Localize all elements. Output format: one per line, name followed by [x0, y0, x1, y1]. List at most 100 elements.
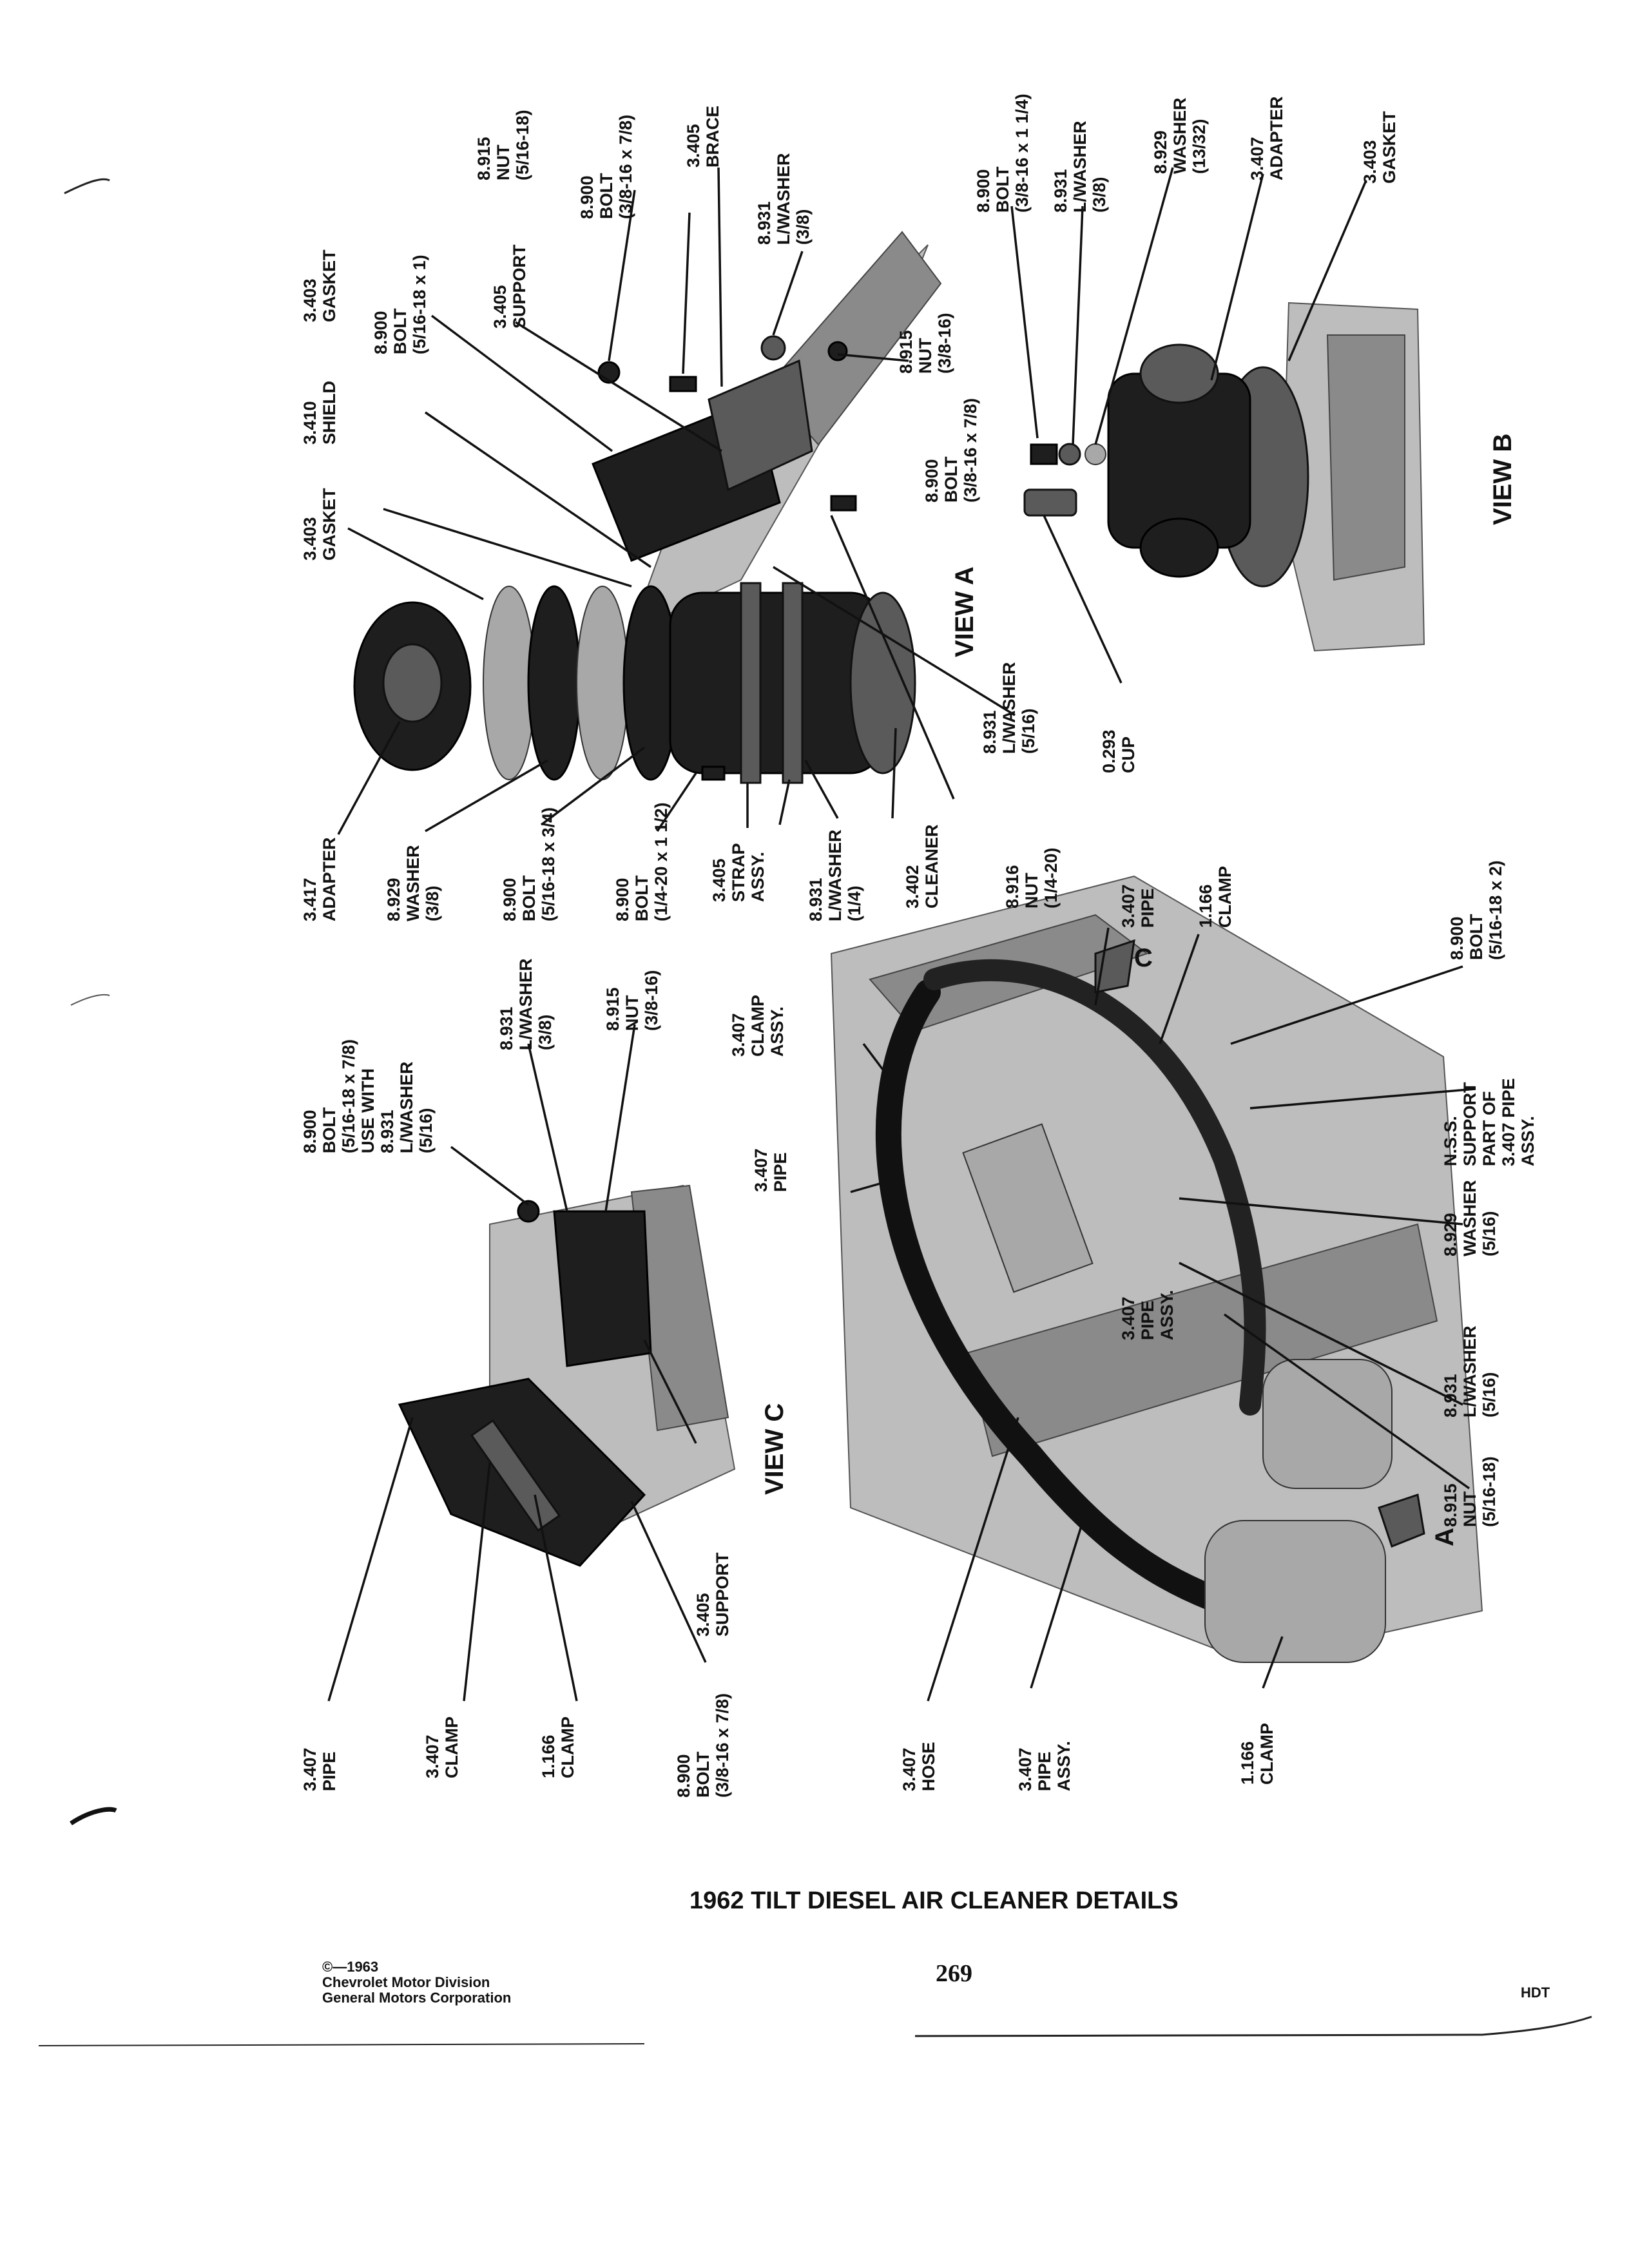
- washer-icon: [1058, 443, 1081, 466]
- washer-icon: [1084, 443, 1106, 465]
- callout-line: 3.410: [300, 401, 320, 445]
- bolt-icon: [701, 765, 726, 781]
- callout-line: (5/16-18): [1480, 1456, 1499, 1527]
- callout-line: 3.417: [300, 878, 320, 921]
- binder-mark-2: [70, 994, 110, 1006]
- callout-line: 8.915: [896, 330, 916, 374]
- adapter-b-port: [1139, 343, 1219, 404]
- page-title: 1962 TILT DIESEL AIR CLEANER DETAILS: [689, 1887, 1179, 1914]
- marker-c: C: [1134, 944, 1153, 972]
- callout-line: 8.931: [497, 1006, 516, 1050]
- view-c-artwork: [398, 1184, 736, 1567]
- callout-line: 3.407: [900, 1747, 919, 1791]
- view-a-artwork: [353, 231, 942, 784]
- callout-line: (5/16): [1480, 1211, 1499, 1256]
- callout-line: SUPPORT: [510, 244, 529, 329]
- callout-line: BRACE: [703, 106, 722, 168]
- callout-line: 3.407: [1119, 884, 1138, 928]
- callout-line: 3.407: [729, 1013, 748, 1057]
- callout-line: 8.931: [378, 1110, 397, 1153]
- callout-line: 8.915: [603, 987, 622, 1031]
- gasket-ring-c: [576, 586, 629, 780]
- callout-line: PIPE: [320, 1751, 339, 1791]
- callout-line: WASHER: [1460, 1180, 1480, 1256]
- callout-line: SUPPORT: [713, 1552, 732, 1637]
- callout-line: 3.403: [300, 278, 320, 322]
- callout-line: 1.166: [1238, 1741, 1257, 1785]
- callout-line: (3/8): [793, 209, 813, 245]
- adapter-cone-face: [382, 643, 443, 723]
- page-number: 269: [936, 1960, 972, 1987]
- callout-line: 8.900: [613, 878, 632, 921]
- callout-line: ASSY.: [767, 1006, 787, 1057]
- callout-line: 1.166: [1196, 884, 1215, 928]
- callout-line: PART OF: [1480, 1091, 1499, 1167]
- callout-line: CLAMP: [442, 1716, 461, 1778]
- callout-line: 3.402: [903, 865, 922, 908]
- callout-line: (5/16-18 x 3/4): [539, 807, 558, 921]
- strap-2: [782, 582, 804, 784]
- callout-line: 8.900: [577, 175, 597, 219]
- callout-line: PIPE: [1138, 1300, 1157, 1340]
- callout-line: GASKET: [320, 249, 339, 322]
- marker-a: A: [1431, 1528, 1459, 1546]
- support-bracket: [708, 359, 813, 492]
- callout-line: NUT: [916, 338, 935, 374]
- view-b-frame-shade: [1326, 334, 1405, 581]
- callout-line: (3/8-16): [642, 970, 661, 1031]
- chassis-rail-lower: [965, 1223, 1438, 1457]
- callout-line: 8.900: [974, 169, 993, 213]
- gasket-ring-b: [527, 585, 581, 781]
- callout-line: L/WASHER: [825, 829, 845, 921]
- callout-line: (1/4-20 x 1 1/2): [651, 802, 671, 921]
- callout-line: 3.405: [709, 858, 729, 902]
- leader-lines: [327, 167, 1476, 1702]
- bolt-icon: [830, 495, 857, 512]
- bolt-icon: [1030, 443, 1058, 465]
- callout-line: L/WASHER: [999, 662, 1019, 754]
- callout-line: BOLT: [390, 308, 410, 354]
- callout-line: BOLT: [693, 1751, 713, 1798]
- callout-line: (5/16): [1480, 1372, 1499, 1418]
- bottom-rule-right: [914, 2015, 1592, 2037]
- callout-line: L/WASHER: [516, 958, 535, 1050]
- callout-line: 3.403: [1360, 140, 1380, 184]
- nut-icon: [827, 341, 848, 361]
- callout-line: BOLT: [519, 875, 539, 921]
- callout-line: STRAP: [729, 843, 748, 902]
- gasket-ring-a: [483, 586, 535, 780]
- support-c: [553, 1210, 652, 1367]
- callout-line: NUT: [1460, 1491, 1480, 1527]
- callout-line: 3.407: [1016, 1747, 1035, 1791]
- callout-line: PIPE: [1138, 888, 1157, 928]
- callout-line: BOLT: [1467, 914, 1486, 960]
- callout-line: ASSY.: [1518, 1116, 1537, 1166]
- callout-line: (3/8-16 x 7/8): [616, 115, 635, 219]
- callout-line: SHIELD: [320, 381, 339, 445]
- view-b-artwork: [1023, 302, 1425, 652]
- callout-line: 8.916: [1003, 865, 1022, 908]
- callout-line: 8.900: [674, 1754, 693, 1798]
- callout-line: (3/8-16 x 7/8): [961, 398, 980, 503]
